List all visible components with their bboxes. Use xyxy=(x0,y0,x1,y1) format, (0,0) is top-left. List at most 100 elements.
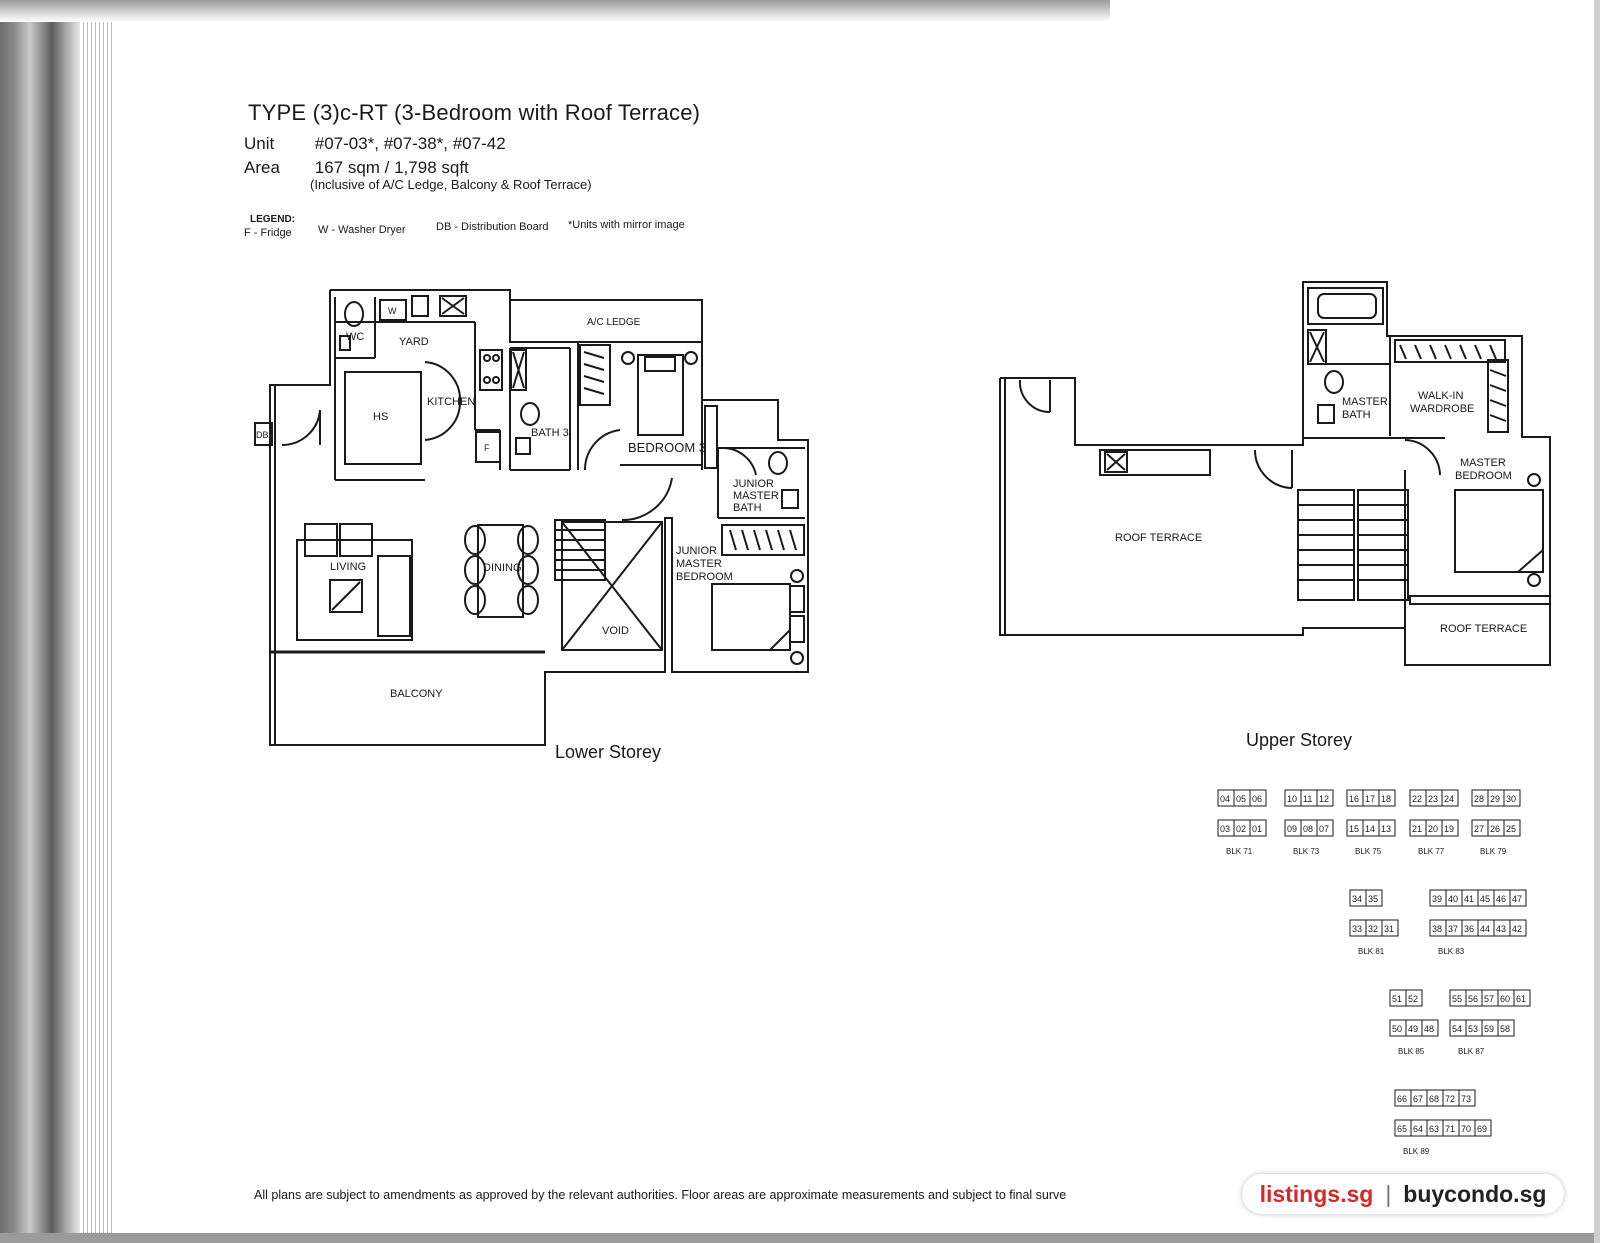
label-ac-ledge: A/C LEDGE xyxy=(587,317,641,328)
key-plan-unit-number: 66 xyxy=(1397,1094,1407,1104)
key-plan-unit xyxy=(1509,889,1527,907)
label-hs: HS xyxy=(373,411,388,423)
key-plan-unit xyxy=(1378,789,1396,807)
key-plan-unit-number: 13 xyxy=(1381,824,1391,834)
key-plan-unit-number: 46 xyxy=(1496,894,1506,904)
page-stack-edge xyxy=(80,0,112,1243)
key-plan-unit xyxy=(1474,1119,1492,1137)
key-plan-unit-number: 48 xyxy=(1424,1024,1434,1034)
legend-item-washer: W - Washer Dryer xyxy=(318,224,406,236)
label-dining: DINING xyxy=(483,562,522,574)
key-plan-unit-number: 18 xyxy=(1381,794,1391,804)
label-master-bath-2: BATH xyxy=(1342,409,1371,421)
key-plan-unit-number: 60 xyxy=(1500,994,1510,1004)
disclaimer: All plans are subject to amendments as a… xyxy=(254,1188,1067,1202)
key-plan-unit-number: 26 xyxy=(1490,824,1500,834)
key-plan-unit-number: 52 xyxy=(1408,994,1418,1004)
key-plan-unit-number: 56 xyxy=(1468,994,1478,1004)
key-plan-unit-number: 34 xyxy=(1352,894,1362,904)
key-plan-unit-number: 33 xyxy=(1352,924,1362,934)
label-db: DB xyxy=(256,430,269,440)
key-plan-unit-number: 44 xyxy=(1480,924,1490,934)
key-plan-unit-number: 57 xyxy=(1484,994,1494,1004)
key-plan-block-label: BLK 75 xyxy=(1355,847,1382,856)
key-plan-unit xyxy=(1316,819,1334,837)
label-master-bath-1: MASTER xyxy=(1342,396,1388,408)
key-plan-unit xyxy=(1316,789,1334,807)
area-note: (Inclusive of A/C Ledge, Balcony & Roof … xyxy=(310,177,592,192)
plan-title: TYPE (3)c-RT (3-Bedroom with Roof Terrac… xyxy=(248,100,701,125)
jm-bedroom-wardrobe xyxy=(721,524,805,556)
key-plan-unit-number: 63 xyxy=(1429,1124,1439,1134)
ac-ledge xyxy=(509,299,703,343)
key-plan-unit-number: 25 xyxy=(1506,824,1516,834)
key-plan-unit-number: 14 xyxy=(1365,824,1375,834)
key-plan-unit-number: 23 xyxy=(1428,794,1438,804)
label-yard: YARD xyxy=(399,336,429,348)
key-plan-unit-number: 03 xyxy=(1220,824,1230,834)
label-jm-bath-2: MASTER xyxy=(733,490,779,502)
key-plan-unit-number: 12 xyxy=(1319,794,1329,804)
key-plan-unit-number: 11 xyxy=(1303,794,1312,804)
label-washer: W xyxy=(388,306,397,316)
key-plan-unit-number: 32 xyxy=(1368,924,1378,934)
key-plan-block-label: BLK 79 xyxy=(1480,847,1507,856)
key-plan-unit xyxy=(1441,789,1459,807)
key-plan-unit-number: 29 xyxy=(1490,794,1500,804)
key-plan-unit xyxy=(1249,819,1267,837)
watermark-buycondo: buycondo.sg xyxy=(1403,1180,1547,1207)
upper-outer-wall xyxy=(999,281,1551,666)
key-plan-unit-number: 15 xyxy=(1349,824,1359,834)
label-master-bedroom-1: MASTER xyxy=(1460,457,1506,469)
scan-top-shadow xyxy=(0,0,1110,22)
bedroom3-wardrobe xyxy=(579,344,611,406)
key-plan-unit-number: 28 xyxy=(1474,794,1484,804)
label-roof-terrace-small: ROOF TERRACE xyxy=(1440,623,1527,635)
key-plan-block-label: BLK 81 xyxy=(1358,947,1385,956)
key-plan-unit-number: 05 xyxy=(1236,794,1246,804)
bedroom3-bed xyxy=(637,354,684,436)
key-plan-unit-number: 54 xyxy=(1452,1024,1462,1034)
key-plan-unit-number: 61 xyxy=(1516,994,1526,1004)
key-plan-block-label: BLK 87 xyxy=(1458,1047,1485,1056)
key-plan-unit xyxy=(1503,819,1521,837)
key-plan-unit-number: 69 xyxy=(1477,1124,1487,1134)
key-plan-unit-number: 40 xyxy=(1448,894,1458,904)
watermark-separator: | xyxy=(1385,1180,1392,1207)
label-void: VOID xyxy=(602,625,629,637)
key-plan-unit-number: 41 xyxy=(1464,894,1474,904)
area-label: Area xyxy=(244,158,280,177)
label-master-bedroom-2: BEDROOM xyxy=(1455,470,1512,482)
key-plan-unit-number: 35 xyxy=(1368,894,1378,904)
key-plan-unit-number: 70 xyxy=(1461,1124,1471,1134)
key-plan-unit-number: 37 xyxy=(1448,924,1458,934)
scan-right-edge xyxy=(1594,0,1600,1243)
sofa xyxy=(296,539,413,641)
label-jm-bath-1: JUNIOR xyxy=(733,478,774,490)
label-roof-terrace-main: ROOF TERRACE xyxy=(1115,532,1202,544)
key-plan-unit xyxy=(1421,1019,1439,1037)
unit-value: #07-03*, #07-38*, #07-42 xyxy=(314,134,506,153)
unit-label: Unit xyxy=(244,134,275,153)
key-plan-block-label: BLK 83 xyxy=(1438,947,1465,956)
key-plan-unit-number: 43 xyxy=(1496,924,1506,934)
plan-header: TYPE (3)c-RT (3-Bedroom with Roof Terrac… xyxy=(248,100,700,126)
db-box xyxy=(254,422,273,446)
label-bath3: BATH 3 xyxy=(531,427,569,439)
household-shelter xyxy=(344,371,422,465)
key-plan-unit-number: 31 xyxy=(1384,924,1394,934)
key-plan-unit-number: 59 xyxy=(1484,1024,1494,1034)
key-plan-unit-number: 38 xyxy=(1432,924,1442,934)
dining-table xyxy=(477,524,524,618)
key-plan-unit-number: 73 xyxy=(1461,1094,1471,1104)
key-plan-unit xyxy=(1249,789,1267,807)
upper-storey-caption: Upper Storey xyxy=(1246,730,1353,750)
key-plan-unit xyxy=(1405,989,1423,1007)
key-plan-unit-number: 02 xyxy=(1236,824,1246,834)
